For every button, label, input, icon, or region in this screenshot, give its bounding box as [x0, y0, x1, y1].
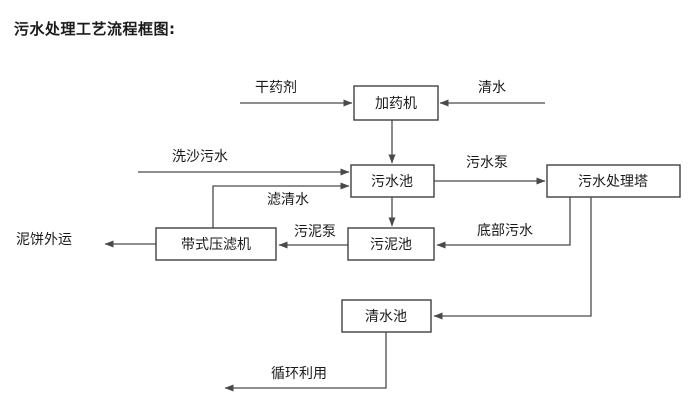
edge-label-sludge-pump: 污泥泵: [294, 224, 336, 240]
terminal-label-sand-wash-sewage: 洗沙污水: [172, 149, 228, 165]
terminal-label-clean-water-in: 清水: [478, 80, 506, 96]
node-label-clean-water-pool: 清水池: [365, 309, 407, 325]
node-dosing-machine[interactable]: [353, 85, 439, 121]
edge-bottom-sewage-to-sludge-pool: [436, 197, 571, 249]
edge-label-sewage-pump: 污水泵: [466, 155, 508, 171]
edge-clean-water-pool-to-recycle: [224, 332, 387, 392]
node-label-treatment-tower: 污水处理塔: [578, 174, 648, 190]
terminal-label-dry-chemical: 干药剂: [255, 80, 297, 96]
node-label-belt-filter-press: 带式压滤机: [181, 237, 251, 253]
node-sludge-pool[interactable]: [347, 227, 435, 261]
node-label-sewage-pool: 污水池: [371, 174, 413, 190]
node-treatment-tower[interactable]: [546, 164, 681, 198]
edge-label-recycle-use: 循环利用: [271, 366, 327, 382]
node-belt-filter-press[interactable]: [155, 227, 277, 261]
edge-label-filtered-clear-water: 滤清水: [267, 192, 309, 208]
node-label-dosing-machine: 加药机: [375, 96, 417, 112]
page-title: 污水处理工艺流程框图:: [14, 20, 176, 38]
terminal-label-mud-cake-out: 泥饼外运: [16, 232, 72, 248]
edge-filtered-clear-water-to-sewage-pool: [212, 182, 350, 228]
edge-treatment-tower-to-clean-water-pool: [433, 197, 592, 320]
edge-label-bottom-sewage: 底部污水: [477, 223, 533, 239]
node-label-sludge-pool: 污泥池: [370, 237, 412, 253]
node-clean-water-pool[interactable]: [341, 299, 432, 333]
